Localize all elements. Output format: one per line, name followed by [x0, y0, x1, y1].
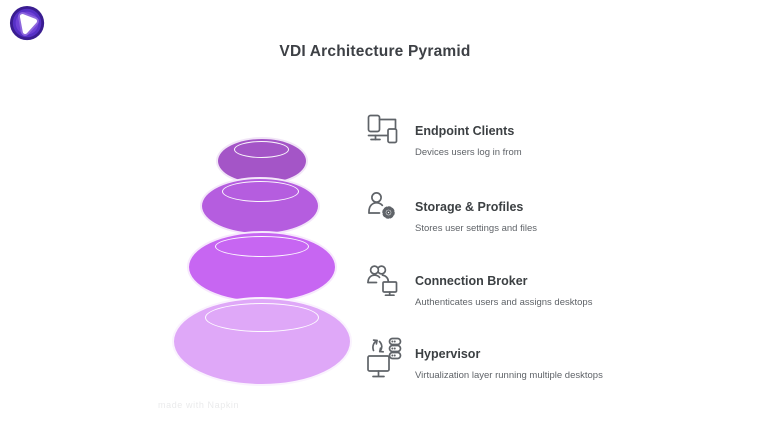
gear-icon [382, 206, 395, 219]
stone-rim [234, 141, 289, 158]
endpoint-devices-icon [366, 114, 404, 151]
item-title: Connection Broker [415, 274, 528, 288]
pyramid-stone-lower-mid [187, 231, 337, 303]
napkin-logo[interactable] [9, 5, 47, 43]
item-description: Devices users log in from [415, 147, 522, 158]
stone-rim [222, 181, 299, 202]
pyramid-stone-upper-mid [200, 177, 320, 235]
item-description: Authenticates users and assigns desktops [415, 297, 593, 308]
legend-item-connection-broker: Connection Broker Authenticates users an… [366, 264, 592, 310]
legend-item-storage-profiles: Storage & Profiles Stores user settings … [366, 190, 537, 236]
monitor-icon [367, 355, 390, 378]
users-desktop-icon [366, 264, 404, 305]
stone-rim [205, 303, 319, 332]
item-description: Stores user settings and files [415, 223, 537, 234]
user-settings-icon [366, 190, 404, 229]
item-title: Hypervisor [415, 347, 481, 361]
page-title: VDI Architecture Pyramid [279, 43, 471, 60]
stone-rim [215, 236, 309, 257]
pyramid-stone-bottom [172, 297, 352, 386]
watermark: made with Napkin [158, 400, 240, 410]
item-description: Virtualization layer running multiple de… [415, 370, 603, 381]
server-stack-icon [388, 337, 402, 360]
sync-arrows-icon [372, 339, 385, 353]
legend-item-endpoint-clients: Endpoint Clients Devices users log in fr… [366, 114, 522, 160]
logo-pick-icon [19, 14, 38, 34]
virtualization-icon [366, 337, 404, 386]
item-title: Storage & Profiles [415, 200, 524, 214]
legend-item-hypervisor: Hypervisor Virtualization layer running … [366, 337, 603, 386]
item-title: Endpoint Clients [415, 124, 515, 138]
